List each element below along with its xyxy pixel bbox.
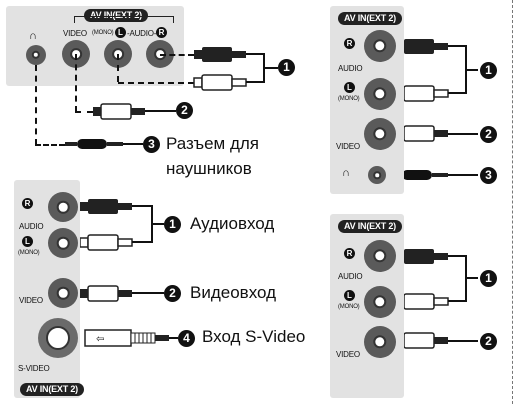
headphone-jack [26,45,46,65]
video-label: VIDEO [63,29,87,38]
page-edge-separator [512,0,513,404]
headphone-jack-text-1: Разъем для [166,134,259,153]
tr-l-icon: L [344,82,355,93]
tr-video-label: VIDEO [336,142,360,151]
plug-bl-l [79,234,133,251]
tr-r-icon: R [344,38,355,49]
callout-1-tr: 1 [480,62,497,79]
dash-headphone-v [35,65,37,145]
mono-label: (MONO) [92,30,114,36]
av-in-tag: AV IN(EXT 2) [84,9,148,22]
plug-headphone [65,139,123,149]
bl-video-label: VIDEO [19,296,43,305]
tr-video-jack [364,118,396,150]
r-icon: R [156,27,167,38]
audio-input-text: Аудиовход [190,214,275,233]
tr-audio-l-jack [364,78,396,110]
bl-mono-label: (MONO) [18,250,40,256]
headphone-icon: ∩ [29,30,37,42]
dash-l-v [117,54,119,82]
svg-text:⇦: ⇦ [96,334,104,345]
l-icon: L [115,27,126,38]
tr-audio-r-jack [364,30,396,62]
plug-bl-svideo: ⇦ [84,329,169,347]
callout-2-bl: 2 [164,285,181,302]
plug-bl-video [80,285,132,302]
callout-2-tr: 2 [480,126,497,143]
callout-1-bl: 1 [164,216,181,233]
headphone-jack-text-2: наушников [166,159,252,178]
plug-video [93,103,145,120]
dash-l [118,82,194,84]
bl-av-in-tag: AV IN(EXT 2) [20,383,84,396]
tr-headphone-icon: ∩ [342,167,350,179]
bl-audio-r-jack [48,192,78,222]
br-mono-label: (MONO) [338,304,360,310]
plug-audio-r [194,47,246,62]
callout-4-bl: 4 [178,330,195,347]
br-audio-r-jack [364,240,396,272]
br-l-icon: L [344,290,355,301]
bl-video-jack [48,278,78,308]
br-av-in-tag: AV IN(EXT 2) [338,220,402,233]
svideo-jack [38,318,78,358]
br-audio-label: AUDIO [338,272,363,281]
plug-bl-r [80,199,132,214]
bl-audio-label: AUDIO [19,222,44,231]
dash-video-v [75,54,77,112]
br-audio-l-jack [364,286,396,318]
callout-1-top: 1 [278,59,295,76]
bl-l-icon: L [22,236,33,247]
callout-1-br: 1 [480,270,497,287]
br-video-label: VIDEO [336,350,360,359]
callout-2-top: 2 [176,102,193,119]
tr-audio-label: AUDIO [338,64,363,73]
plug-audio-l [193,74,247,91]
callout-3-top: 3 [143,136,160,153]
tr-headphone-jack [368,166,386,184]
audio-top-label: -AUDIO- [127,29,157,38]
br-r-icon: R [344,248,355,259]
dash-video-h [75,111,93,113]
bl-r-icon: R [22,198,33,209]
tr-mono-label: (MONO) [338,96,360,102]
dash-headphone-h [35,144,65,146]
video-input-text: Видеовход [190,283,277,302]
callout-3-tr: 3 [480,167,497,184]
callout-2-br: 2 [480,333,497,350]
svideo-label: S-VIDEO [18,364,50,373]
tr-av-in-tag: AV IN(EXT 2) [338,12,402,25]
svideo-input-text: Вход S-Video [202,327,306,346]
dash-r [160,54,194,56]
bl-audio-l-jack [48,228,78,258]
br-video-jack [364,326,396,358]
av-in-bracket [74,16,174,23]
